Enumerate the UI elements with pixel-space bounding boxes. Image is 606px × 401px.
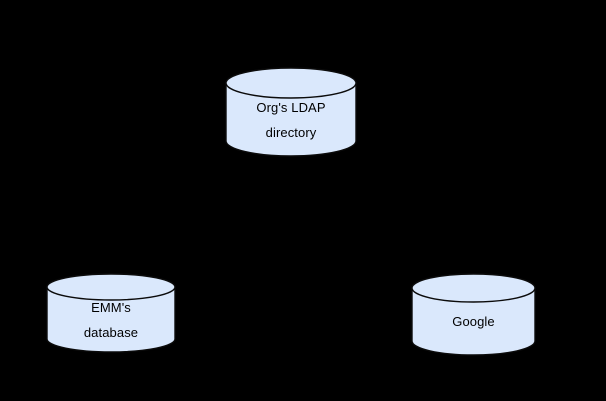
cylinder-shape-google	[411, 273, 536, 356]
cylinder-shape-emm	[46, 273, 176, 353]
database-node-emm[interactable]: EMM's database	[46, 273, 176, 353]
cylinder-shape-ldap	[225, 67, 357, 157]
database-node-google[interactable]: Google	[411, 273, 536, 356]
database-node-ldap[interactable]: Org's LDAP directory	[225, 67, 357, 157]
